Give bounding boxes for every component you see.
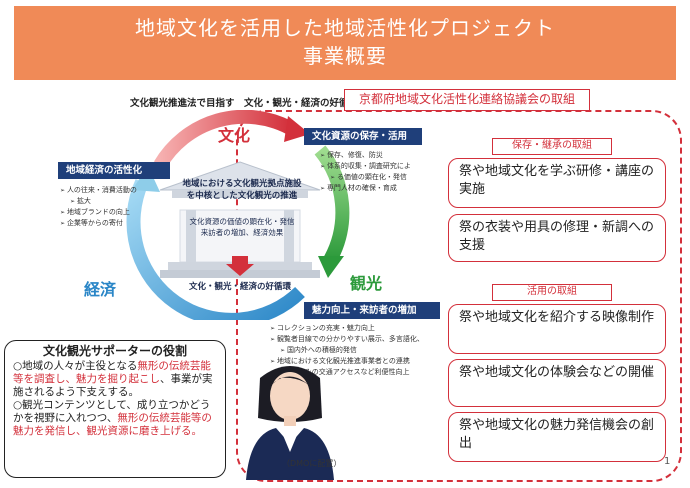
temple-mid-line1: 文化資源の価値の顕在化・発信 [189,217,295,226]
economy-arrow-head [132,166,160,192]
list-item: 国内外への積極的発信 [270,345,424,356]
supporter-point-1-c: 、事業が実施されるよう下支えする。 [13,373,213,398]
center-down-arrow [226,256,254,276]
utilization-header: 活用の取組 [492,284,612,301]
culture-bar: 文化資源の保存・活用 [304,128,422,145]
supporter-point-2-b: 無形の伝統芸能等の魅力を発信し、観光資源に磨き上げる。 [13,412,212,437]
list-item: 地域における文化観光推進事業者との連携 [270,356,424,367]
list-item: コレクションの充実・魅力向上 [270,323,424,334]
list-item: 人の往来・消費活動の [60,185,137,196]
temple-heading-line2: を中核とした文化観光の推進 [186,191,298,201]
label-tourism: 観光 [350,274,383,293]
preservation-header: 保存・継承の取組 [492,138,612,155]
list-item: る価値の顕在化・発信 [320,172,411,183]
culture-arrow-head [284,116,310,142]
cycle-diagram [126,110,350,320]
supporter-point-2-a: ○観光コンテンツとして、成り立つかどうかを視野に入れつつ、 [13,399,211,424]
economy-bar: 地域経済の活性化 [58,162,170,179]
temple-mid-line2: 来訪者の増加、経済効果 [200,228,284,237]
utilization-card-1: 祭や地域文化を紹介する映像制作 [448,304,666,354]
supporter-point-1: ○地域の人々が主役となる無形の伝統芸能等を調査し、魅力を掘り起こし、事業が実施さ… [13,360,217,399]
kyoto-council-header: 京都府地域文化活性化連絡協議会の取組 [344,89,590,111]
list-item: 保存、修復、防災 [320,150,411,161]
supporter-point-2: ○観光コンテンツとして、成り立つかどうかを視野に入れつつ、無形の伝統芸能等の魅力… [13,399,217,438]
preservation-card-1: 祭や地域文化を学ぶ研修・講座の実施 [448,158,666,208]
title-line1: 地域文化を活用した地域活性化プロジェクト [135,16,555,40]
title-banner: 地域文化を活用した地域活性化プロジェクト 事業概要 [14,6,676,80]
supporter-person-icon [246,366,334,480]
list-item: 観覧者目線での分かりやすい展示、多言語化、 [270,334,424,345]
list-item: 拡大 [60,196,137,207]
kyoto-initiatives-region [236,110,682,482]
temple-middle-text: 文化資源の価値の顕在化・発信 来訪者の増加、経済効果 [180,216,304,238]
temple-heading-line1: 地域における文化観光拠点施設 [182,179,302,189]
list-item: 体系的収集・調査研究によ [320,161,411,172]
dmo-note: （DMOに配置） [282,459,342,468]
temple-base-text: 文化・観光・経済の好循環 [188,282,291,292]
culture-arc [153,110,294,169]
label-culture: 文化 [218,126,251,145]
supporter-point-1-b: 無形の伝統芸能等を調査し、魅力を掘り起こし [13,360,211,385]
attraction-bar: 魅力向上・来訪者の増加 [304,302,440,319]
supporter-role-box: 文化観光サポーターの役割 ○地域の人々が主役となる無形の伝統芸能等を調査し、魅力… [4,340,226,478]
title-line2: 事業概要 [303,44,387,68]
label-economy: 経済 [84,280,117,299]
supporter-title: 文化観光サポーターの役割 [42,344,187,358]
list-item: 企業等からの寄付 [60,218,137,229]
preservation-card-2: 祭の衣装や用具の修理・新調への支援 [448,214,666,262]
tourism-arrow-head [318,256,344,278]
economy-list: 人の往来・消費活動の 拡大 地域ブランドの向上 企業等からの寄付 [60,185,137,229]
utilization-card-3: 祭や地域文化の魅力発信機会の創出 [448,412,666,462]
subtitle: 文化観光推進法で目指す 文化・観光・経済の好循環 [130,98,359,109]
list-item: 地域ブランドの向上 [60,207,137,218]
culture-list: 保存、修復、防災 体系的収集・調査研究によ る価値の顕在化・発信 専門人材の確保… [320,150,411,194]
list-item: 専門人材の確保・育成 [320,183,411,194]
utilization-card-2: 祭や地域文化の体験会などの開催 [448,359,666,407]
list-item: 地域ぐるみの交通アクセスなど利便性向上 [270,367,424,378]
temple-heading: 地域における文化観光拠点施設 を中核とした文化観光の推進 [172,178,312,202]
attraction-list: コレクションの充実・魅力向上 観覧者目線での分かりやすい展示、多言語化、 国内外… [270,323,424,378]
supporter-point-1-a: ○地域の人々が主役となる [13,360,138,372]
page-number: 1 [664,456,671,467]
